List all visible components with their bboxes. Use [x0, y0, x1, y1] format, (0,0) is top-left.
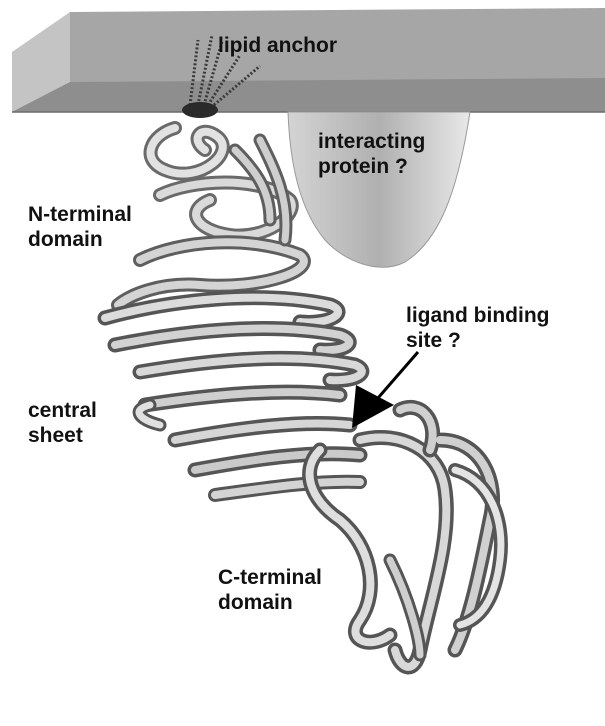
n-terminal-ribbon: [118, 128, 304, 305]
membrane-slab: [12, 8, 605, 112]
ligand-binding-site-label: ligand binding site ?: [406, 303, 549, 353]
n-terminal-domain-label: N-terminal domain: [28, 202, 132, 252]
central-sheet-label: central sheet: [28, 398, 97, 448]
c-terminal-domain-label: C-terminal domain: [218, 565, 322, 615]
lipid-anchor-label: lipid anchor: [218, 33, 337, 58]
interacting-protein-label: interacting protein ?: [318, 129, 425, 179]
central-sheet-ribbon: [105, 298, 362, 495]
